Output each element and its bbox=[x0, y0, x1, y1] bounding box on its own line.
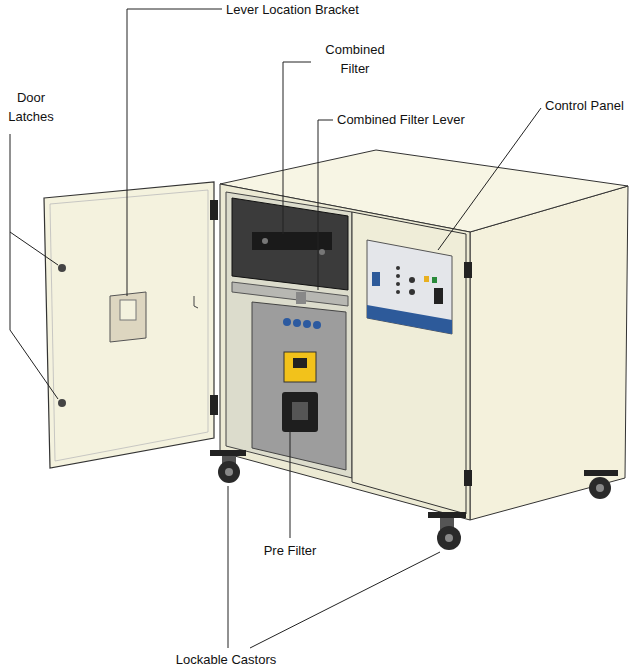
part-label: Door Latches bbox=[2, 88, 60, 126]
part-label: Lever Location Bracket bbox=[224, 0, 361, 19]
part-label: Control Panel bbox=[543, 96, 626, 115]
part-label: Lockable Castors bbox=[174, 650, 278, 669]
part-label: Combined Filter Lever bbox=[335, 110, 467, 129]
part-label: Pre Filter bbox=[262, 541, 319, 560]
leader-lines bbox=[10, 9, 541, 648]
part-label: Combined Filter bbox=[311, 40, 399, 78]
